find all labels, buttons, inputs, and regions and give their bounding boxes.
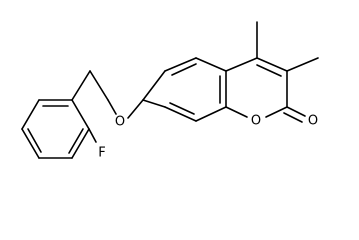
ether-oxygen-label: O	[115, 115, 125, 130]
c3-methyl-bond	[286, 57, 319, 72]
benzyl-ether-linker: O	[71, 70, 144, 130]
ring-oxygen-label: O	[251, 114, 261, 129]
fluorobenzene-ring	[21, 99, 90, 159]
methyl-groups	[256, 21, 319, 72]
chemical-structure: F O O O	[21, 21, 319, 161]
pyranone-ring: O	[225, 57, 288, 129]
carbonyl-group: O	[283, 106, 318, 129]
coumarin-benzene-ring	[142, 57, 227, 122]
fluorine-atom-label: F	[98, 146, 105, 161]
fluorine-substituent: F	[88, 128, 106, 161]
carbonyl-oxygen-label: O	[308, 114, 318, 129]
